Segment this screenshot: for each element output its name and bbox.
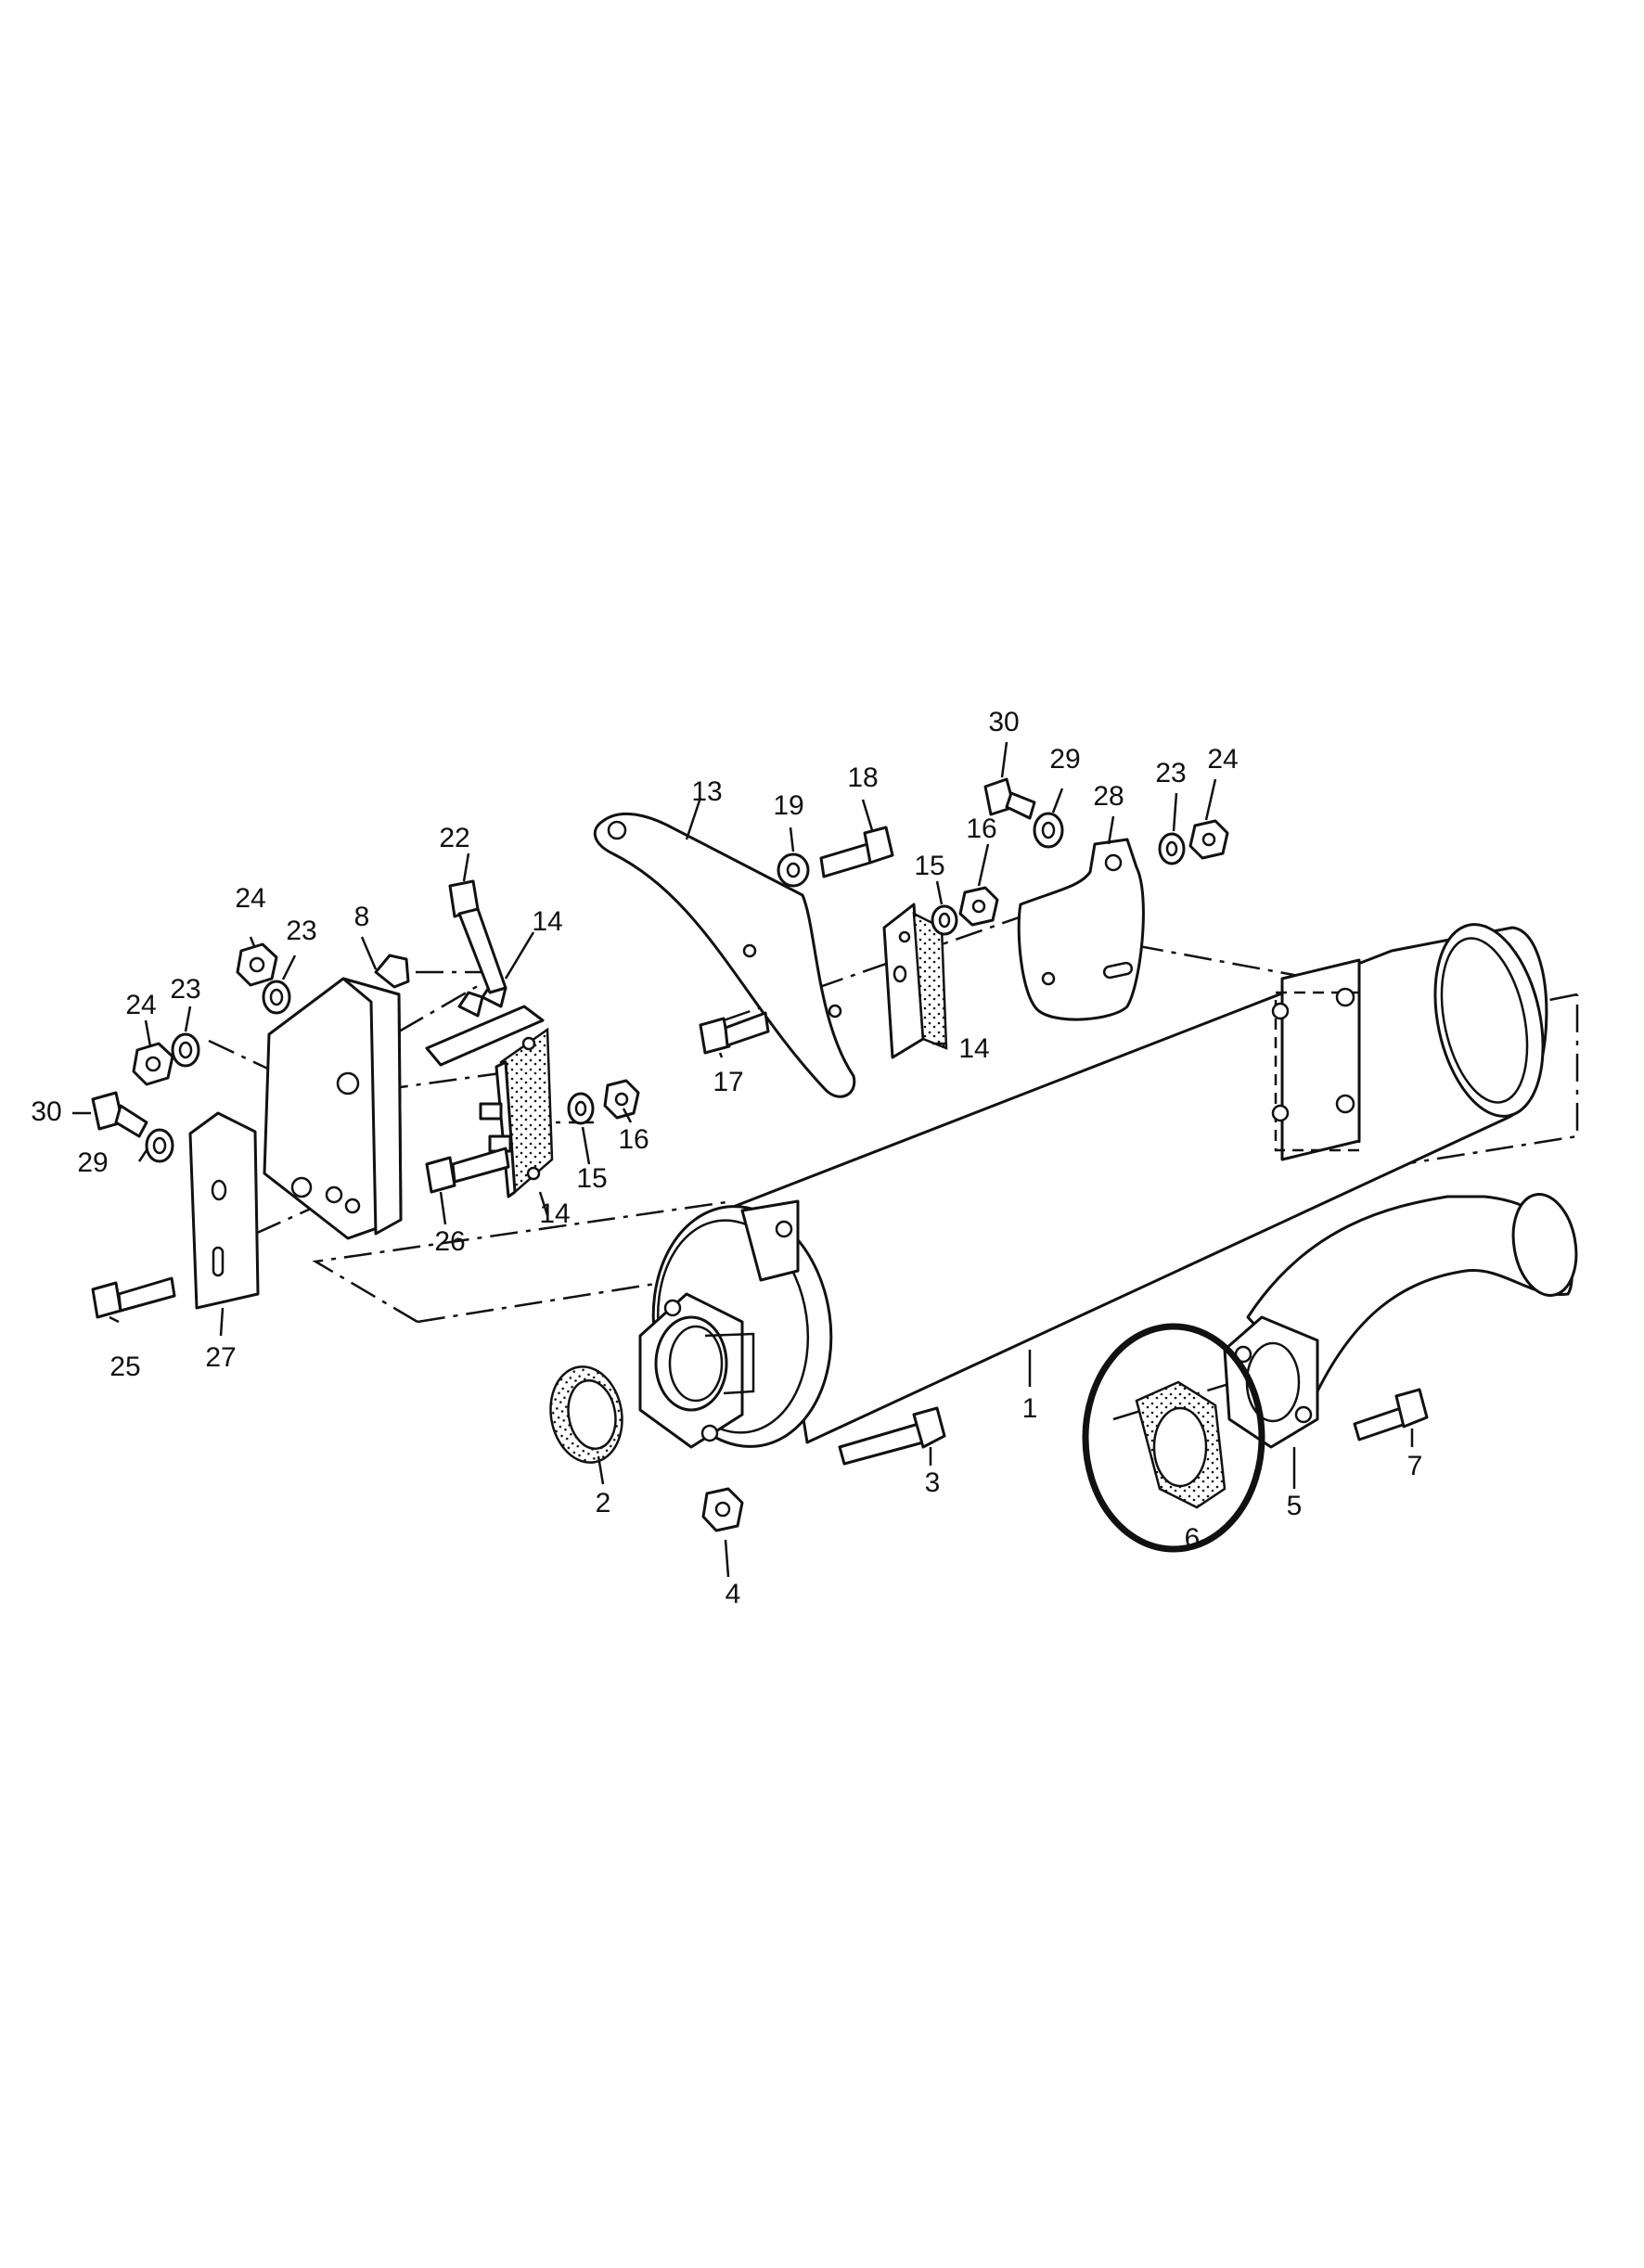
pipe-gasket-6: [1135, 1380, 1227, 1509]
callout-15-middle: 15: [914, 851, 944, 881]
callout-14-middle: 14: [958, 1033, 989, 1064]
callout-7: 7: [1407, 1451, 1423, 1481]
callout-19: 19: [773, 790, 803, 821]
pipe-bolt-7: [1353, 1388, 1429, 1442]
callout-3: 3: [925, 1467, 941, 1498]
left-bracket-8: [263, 954, 410, 1240]
callout-14-left: 14: [539, 1198, 570, 1229]
callout-26: 26: [434, 1226, 465, 1257]
callout-13: 13: [691, 776, 722, 807]
callout-25: 25: [109, 1352, 140, 1382]
bolt-18: [819, 826, 894, 878]
callout-28: 28: [1093, 781, 1124, 812]
nut-16-left: [603, 1079, 640, 1120]
callout-24-left-b: 24: [125, 990, 156, 1020]
callout-14-top: 14: [532, 906, 562, 937]
callout-4: 4: [726, 1579, 741, 1609]
nut-24-left-a: [236, 942, 278, 987]
callout-17: 17: [713, 1067, 743, 1097]
callout-30-left: 30: [31, 1096, 61, 1127]
bolt-30-right: [983, 777, 1036, 820]
hanger-bracket-28: [1017, 838, 1145, 1021]
callout-23-right: 23: [1155, 758, 1186, 788]
callout-29-left: 29: [77, 1147, 108, 1178]
washer-29-right: [1033, 812, 1064, 849]
callout-16-left: 16: [618, 1124, 649, 1155]
callout-23-left-b: 23: [170, 974, 200, 1005]
washer-15-left: [567, 1092, 595, 1125]
callout-30-right: 30: [988, 707, 1019, 737]
washer-23-left-b: [171, 1032, 200, 1068]
bolt-30-left: [91, 1091, 148, 1138]
callout-18: 18: [847, 762, 878, 793]
bolt-22: [448, 879, 507, 994]
washer-29-left: [145, 1128, 174, 1163]
bolt-25: [91, 1276, 176, 1319]
washer-23-left-a: [262, 980, 291, 1015]
highlight-circle: [1082, 1323, 1265, 1553]
inlet-gasket-ring: [549, 1365, 623, 1464]
nut-24-left-b: [132, 1042, 174, 1086]
callout-29-right: 29: [1049, 744, 1080, 775]
muffler-body: [638, 923, 1548, 1449]
strap-27: [188, 1111, 260, 1310]
callout-24-right: 24: [1207, 744, 1238, 775]
callout-5: 5: [1287, 1491, 1303, 1521]
bolt-17: [699, 1011, 770, 1055]
flange-nut-4: [701, 1487, 744, 1532]
callout-24-left-a: 24: [235, 883, 265, 914]
nut-16-middle: [958, 886, 999, 927]
bolt-26: [425, 1147, 510, 1194]
washer-23-right: [1158, 832, 1186, 865]
nut-24-right: [1188, 819, 1229, 860]
callout-6: 6: [1185, 1523, 1201, 1554]
callout-15-left: 15: [576, 1163, 607, 1194]
flange-bolt-3: [838, 1406, 946, 1466]
callout-16-middle: 16: [966, 814, 996, 844]
callout-2: 2: [596, 1488, 611, 1518]
callout-22: 22: [439, 823, 469, 853]
callout-leaders: [72, 741, 1414, 1578]
callout-8: 8: [354, 902, 370, 932]
washer-15-middle: [931, 904, 958, 936]
callout-27: 27: [205, 1342, 236, 1373]
washer-19: [777, 852, 810, 888]
callout-1: 1: [1022, 1393, 1038, 1424]
callout-23-left-a: 23: [286, 916, 316, 946]
callout-labels: 1 2 3 4 5 6 7 8 13 14 14 14 15 15 16 16 …: [31, 707, 1422, 1609]
hanger-bracket-13: [593, 812, 856, 1098]
rubber-mount-14-left: [479, 1027, 554, 1198]
